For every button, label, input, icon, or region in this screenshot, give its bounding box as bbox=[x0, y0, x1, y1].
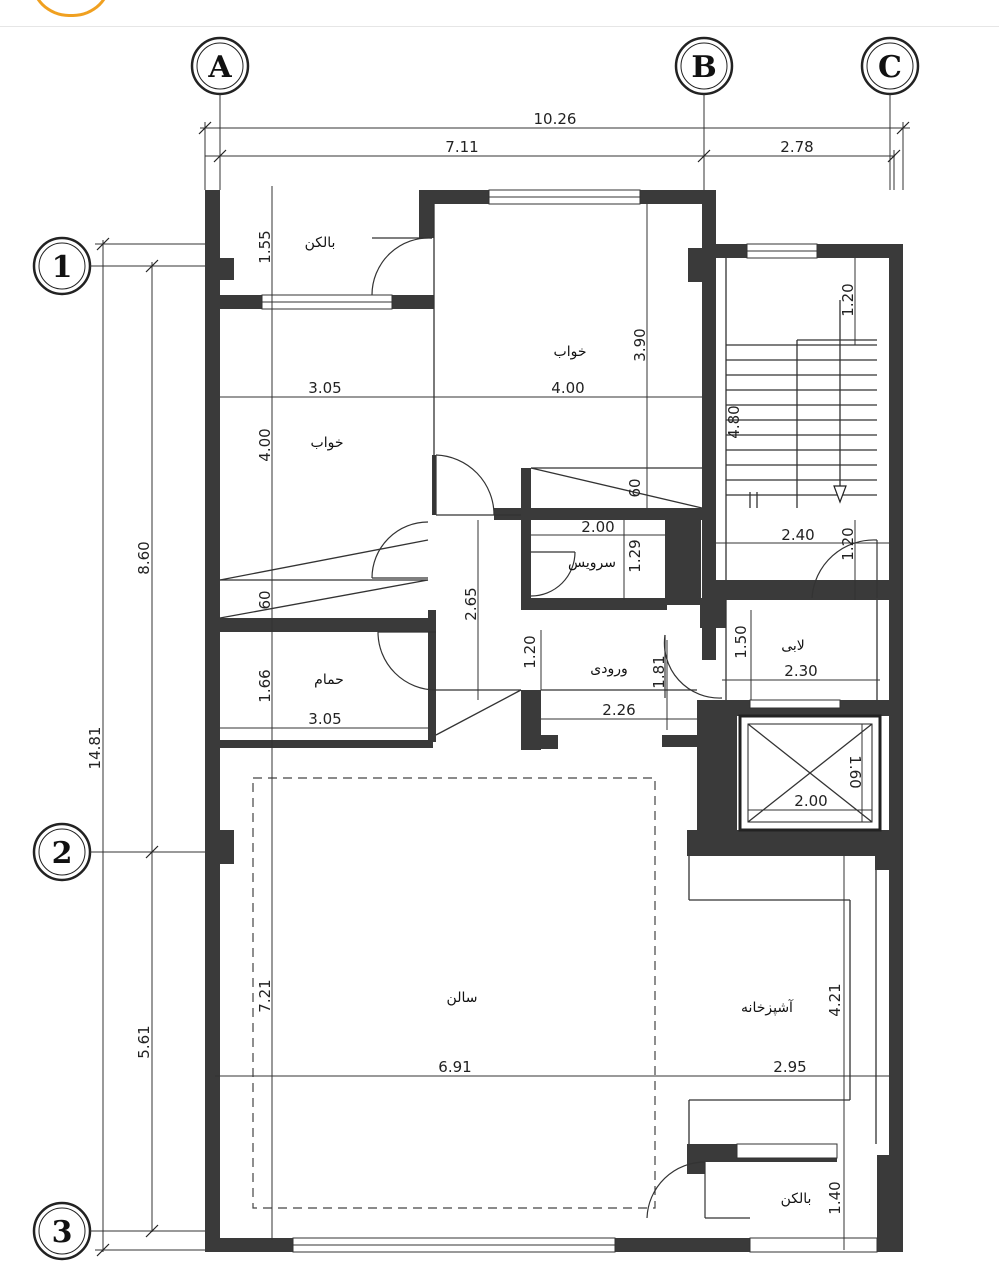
dim-hall-h: 2.65 bbox=[462, 587, 480, 620]
dim-stair-h: 4.80 bbox=[725, 405, 743, 438]
grid-bubble-b: B bbox=[674, 36, 734, 96]
dim-wc-h: 1.29 bbox=[626, 539, 644, 572]
room-label-balcony-top: بالکن bbox=[305, 235, 336, 251]
dim-stair-bottom: 1.20 bbox=[839, 527, 857, 560]
grid-label-a: A bbox=[207, 50, 232, 85]
elevator bbox=[738, 714, 882, 832]
grid-bubble-3: 3 bbox=[32, 1201, 92, 1261]
grid-lines bbox=[90, 94, 891, 1232]
grid-label-2: 2 bbox=[52, 836, 73, 871]
dim-bath-w: 3.05 bbox=[308, 710, 341, 728]
room-label-bedroom-right: خواب bbox=[554, 344, 587, 360]
dim-living-h: 7.21 bbox=[256, 979, 274, 1012]
dim-living-w: 6.91 bbox=[438, 1058, 471, 1076]
stair-arrow-icon bbox=[833, 485, 847, 504]
dim-bed2-h: 3.90 bbox=[631, 328, 649, 361]
room-label-bath: حمام bbox=[314, 672, 344, 688]
dim-balcony-bottom-h: 1.40 bbox=[826, 1181, 844, 1214]
grid-label-1: 1 bbox=[52, 250, 73, 285]
dim-kitchen-w: 2.95 bbox=[773, 1058, 806, 1076]
grid-label-3: 3 bbox=[52, 1215, 73, 1250]
dim-stair-w: 2.40 bbox=[781, 526, 814, 544]
room-label-wc: سرویس bbox=[568, 555, 616, 571]
top-dimension-lines bbox=[200, 122, 910, 190]
interior-dimension-lines bbox=[215, 186, 889, 1250]
staircase bbox=[726, 300, 877, 508]
room-label-lobby: لابی bbox=[781, 638, 805, 654]
dim-elevator-h: 1.60 bbox=[846, 755, 864, 788]
grid-label-b: B bbox=[691, 50, 716, 85]
room-label-entry: ورودی bbox=[590, 661, 627, 677]
grid-label-c: C bbox=[878, 50, 902, 85]
living-ceiling-outline bbox=[252, 777, 656, 1209]
dim-entry-w: 2.26 bbox=[602, 701, 635, 719]
grid-bubble-a: A bbox=[190, 36, 250, 96]
dim-elevator-w: 2.00 bbox=[794, 792, 827, 810]
room-label-living: سالن bbox=[447, 990, 478, 1006]
room-label-kitchen: آشپزخانه bbox=[741, 999, 794, 1016]
dim-top-left: 7.11 bbox=[445, 138, 478, 156]
left-dimension-lines bbox=[95, 240, 205, 1252]
dim-entry-h: 1.20 bbox=[521, 635, 539, 668]
top-dimension-ticks bbox=[198, 121, 910, 163]
dim-kitchen-h: 4.21 bbox=[826, 983, 844, 1016]
grid-bubble-c: C bbox=[860, 36, 920, 96]
dim-bed2-w: 4.00 bbox=[551, 379, 584, 397]
dim-closet-bed2: 60 bbox=[626, 478, 644, 497]
dim-lobby-h: 1.50 bbox=[732, 625, 750, 658]
interior-lines bbox=[219, 204, 878, 1144]
grid-bubble-2: 2 bbox=[32, 822, 92, 882]
doors bbox=[371, 237, 878, 1219]
dim-entry-side: 1.81 bbox=[650, 655, 668, 688]
dim-balcony-top-h: 1.55 bbox=[256, 230, 274, 263]
dim-lobby-w: 2.30 bbox=[784, 662, 817, 680]
dim-bed1-w: 3.05 bbox=[308, 379, 341, 397]
dim-stair-top: 1.20 bbox=[839, 283, 857, 316]
room-label-bedroom-left: خواب bbox=[311, 435, 344, 451]
dim-bed1-h: 4.00 bbox=[256, 428, 274, 461]
dim-top-total: 10.26 bbox=[534, 110, 577, 128]
dim-left-upper: 8.60 bbox=[135, 541, 153, 574]
dim-left-lower: 5.61 bbox=[135, 1025, 153, 1058]
dim-top-right: 2.78 bbox=[780, 138, 813, 156]
dim-left-total: 14.81 bbox=[86, 727, 104, 770]
dim-bath-h: 1.66 bbox=[256, 669, 274, 702]
grid-bubble-1: 1 bbox=[32, 236, 92, 296]
dim-closet-bed1: 60 bbox=[256, 590, 274, 609]
header-bar bbox=[0, 0, 999, 27]
room-label-balcony-bottom: بالکن bbox=[781, 1191, 812, 1207]
left-dimension-ticks bbox=[96, 237, 159, 1257]
dim-wc-w: 2.00 bbox=[581, 518, 614, 536]
windows bbox=[261, 189, 878, 1253]
